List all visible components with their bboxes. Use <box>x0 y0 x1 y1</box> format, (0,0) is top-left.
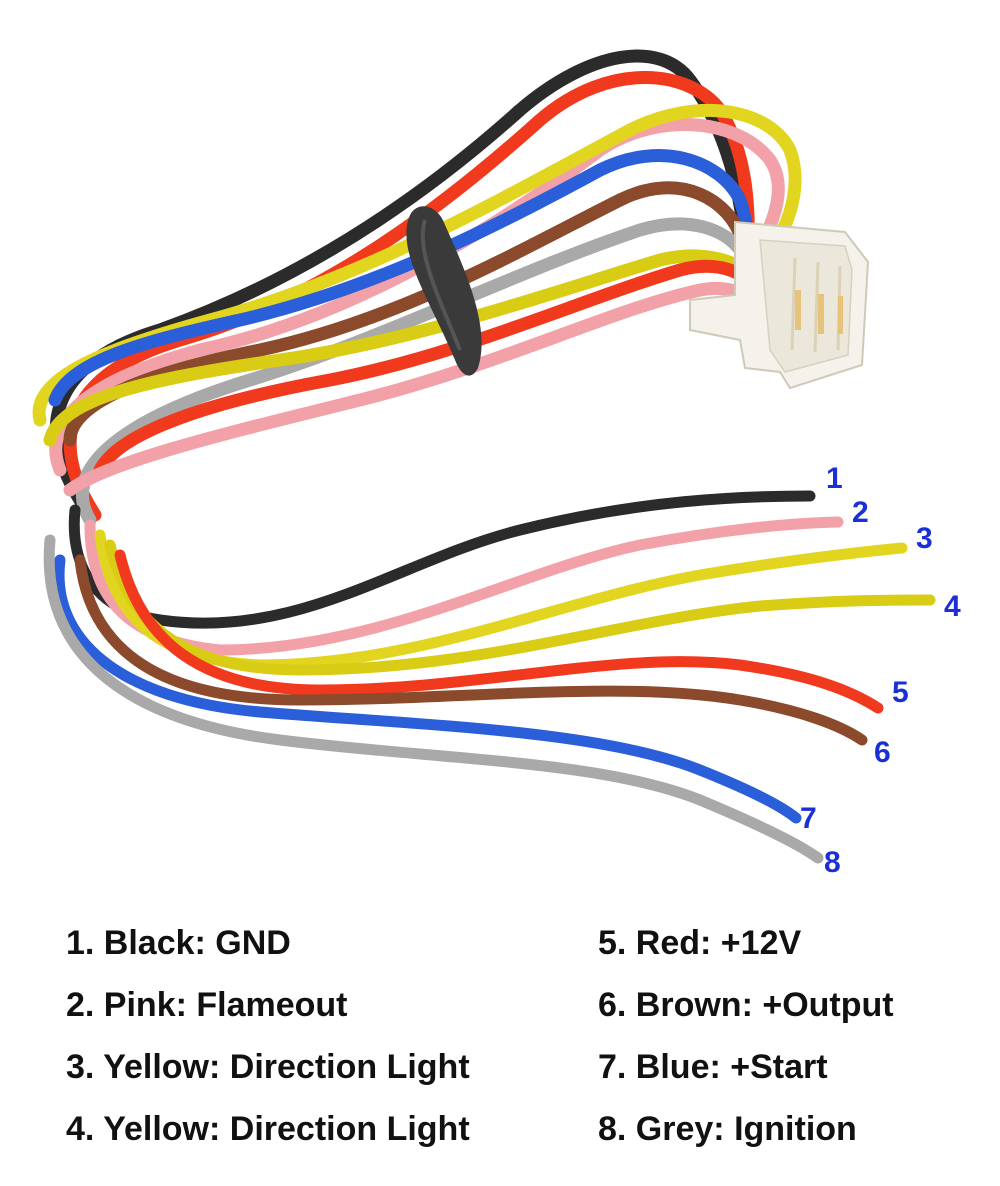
wire-end-7 <box>53 554 802 824</box>
harness-bundle <box>32 49 802 527</box>
legend-item-2: 2. Pink: Flameout <box>66 986 348 1024</box>
bundle-wire-9 <box>93 259 752 477</box>
wire-ends <box>43 490 936 864</box>
wire-end-5 <box>114 549 884 714</box>
legend-item-8: 8. Grey: Ignition <box>598 1110 857 1148</box>
wire-number-3: 3 <box>916 522 933 555</box>
wire-number-1: 1 <box>826 462 843 495</box>
legend-item-1: 1. Black: GND <box>66 924 291 962</box>
wire-number-4: 4 <box>944 590 961 623</box>
wire-end-3 <box>94 529 908 671</box>
bundle-wire-5 <box>48 149 756 407</box>
connector-plug <box>689 220 870 390</box>
bundle-wire-8 <box>43 249 752 447</box>
bundle-wire-7 <box>75 217 747 527</box>
wire-number-5: 5 <box>892 676 909 709</box>
legend-item-4: 4. Yellow: Direction Light <box>66 1110 470 1148</box>
wiring-legend: 1. Black: GND 2. Pink: Flameout 3. Yello… <box>0 890 1000 1186</box>
wire-number-6: 6 <box>874 736 891 769</box>
legend-item-3: 3. Yellow: Direction Light <box>66 1048 470 1086</box>
bundle-wire-10 <box>63 281 752 497</box>
wire-number-8: 8 <box>824 846 841 879</box>
legend-column-right: 5. Red: +12V 6. Brown: +Output 7. Blue: … <box>598 912 894 1160</box>
wire-number-2: 2 <box>852 496 869 529</box>
wire-end-8 <box>43 534 824 864</box>
wire-end-6 <box>74 554 868 746</box>
legend-item-7: 7. Blue: +Start <box>598 1048 828 1086</box>
legend-item-6: 6. Brown: +Output <box>598 986 894 1024</box>
cable-tie <box>406 206 482 376</box>
legend-column-left: 1. Black: GND 2. Pink: Flameout 3. Yello… <box>66 912 470 1160</box>
legend-item-5: 5. Red: +12V <box>598 924 802 962</box>
wire-number-7: 7 <box>800 802 817 835</box>
